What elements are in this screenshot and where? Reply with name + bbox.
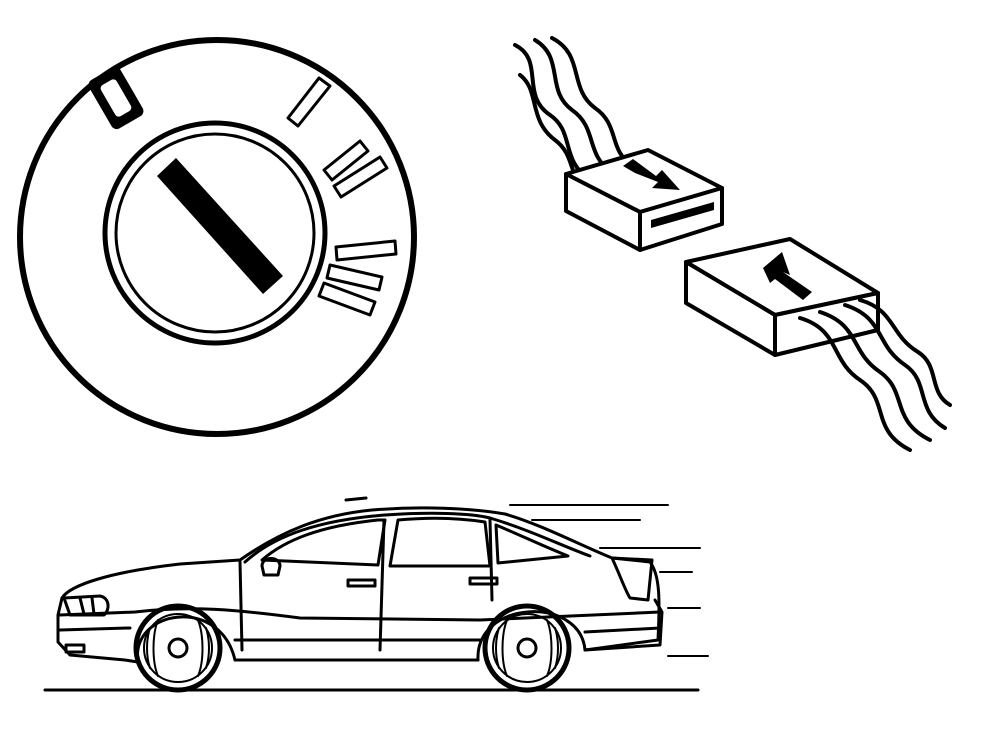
- key-cylinder-inner: [114, 132, 316, 334]
- rear-wheel-icon: [482, 603, 572, 693]
- motion-lines-icon: [509, 504, 709, 657]
- sedan-car-icon: [43, 496, 709, 693]
- car-body: [56, 496, 664, 664]
- dial-outer-ring: [17, 37, 417, 437]
- front-wheel-icon: [133, 603, 223, 693]
- position-1-marker-icon: [286, 76, 332, 128]
- upper-connector: [564, 148, 724, 252]
- key-cylinder-outer: [102, 120, 328, 346]
- lower-wires: [798, 298, 952, 452]
- insert-arrow-down-icon: [623, 159, 680, 190]
- insert-arrow-up-icon: [763, 252, 812, 300]
- lower-connector: [684, 237, 880, 357]
- position-2-marker-icon: [322, 139, 389, 199]
- key-slot-icon: [157, 158, 283, 294]
- connector-pair-icon: [513, 36, 952, 452]
- position-3-marker-icon: [317, 239, 398, 317]
- ignition-dial-icon: [17, 37, 417, 437]
- position-0-marker-icon: [88, 66, 144, 130]
